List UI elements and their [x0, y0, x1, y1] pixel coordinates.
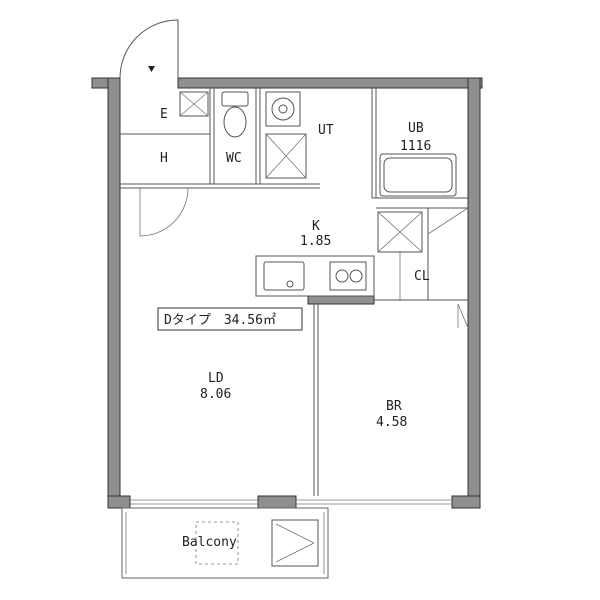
room-hall: H: [160, 151, 168, 166]
toilet-icon: [221, 91, 249, 138]
balcony-items: [195, 519, 319, 567]
balcony-outline: [121, 507, 329, 579]
type-label-box: Dタイプ 34.56㎡: [157, 307, 303, 331]
wall-right: [467, 77, 481, 507]
room-ub-size: 1116: [400, 139, 431, 154]
washing-machine-pan: [265, 133, 307, 179]
fixtures: [179, 91, 457, 567]
room-kitchen-area: 1.85: [300, 234, 331, 249]
wall-bottom-3: [451, 495, 481, 509]
room-closet: CL: [414, 269, 430, 284]
entry-arrow-icon: [148, 66, 155, 72]
wall-top-right: [177, 77, 483, 89]
room-wc: WC: [226, 151, 242, 166]
room-ub: UB: [408, 121, 424, 136]
fridge-space: [377, 211, 423, 253]
room-ld: LD: [208, 371, 224, 386]
wall-bottom-2: [257, 495, 297, 509]
balcony: [121, 507, 329, 579]
room-br: BR: [386, 399, 402, 414]
exterior-walls: [91, 77, 483, 509]
room-kitchen: K: [312, 219, 320, 234]
type-label: Dタイプ 34.56㎡: [164, 313, 276, 328]
washbasin-icon: [265, 91, 301, 127]
interior-walls: [120, 88, 469, 496]
room-balcony: Balcony: [182, 535, 237, 550]
wall-kitchen: [307, 295, 375, 305]
bathtub-icon: [379, 153, 457, 197]
wall-left: [107, 77, 121, 507]
entrance-door: [119, 19, 179, 79]
wall-bottom-1: [107, 495, 131, 509]
room-br-area: 4.58: [376, 415, 407, 430]
room-entrance: E: [160, 107, 168, 122]
room-ld-area: 8.06: [200, 387, 231, 402]
room-ut: UT: [318, 123, 334, 138]
sink-icon: [263, 261, 305, 291]
kitchen-counter: [255, 255, 375, 297]
